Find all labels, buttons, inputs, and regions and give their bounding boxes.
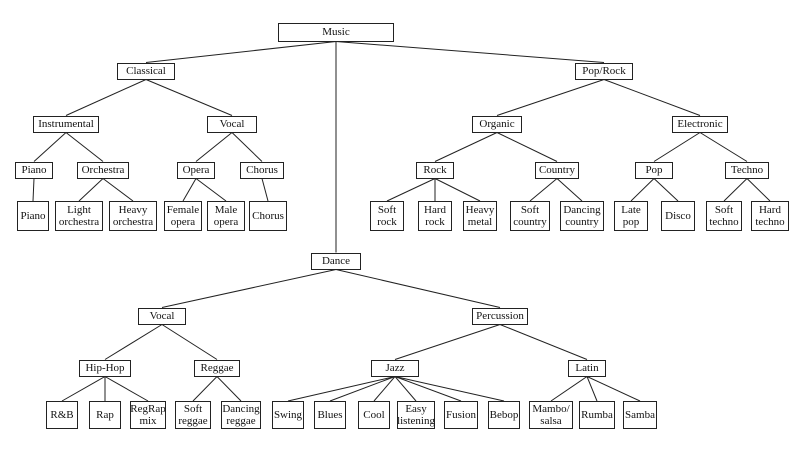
edge-vocal_classical-chorus_group [231, 132, 263, 162]
node-organic: Organic [472, 115, 522, 133]
node-latin: Latin [568, 359, 606, 377]
node-disco: Disco [661, 201, 695, 231]
edge-poprock-electronic [603, 79, 701, 116]
node-opera: Opera [177, 161, 215, 179]
edge-classical-instrumental [65, 79, 147, 116]
node-piano-leaf: Piano [17, 201, 49, 231]
node-vocal-dance: Vocal [138, 307, 186, 325]
node-percussion: Percussion [472, 307, 528, 325]
edge-rock-heavy_metal [434, 178, 481, 202]
node-dancing-reggae: Dancing reggae [221, 401, 261, 429]
edge-vocal_classical-opera [195, 132, 233, 162]
node-late-pop: Late pop [614, 201, 648, 231]
edge-reggae-soft_reggae [192, 376, 218, 402]
edge-instrumental-piano_group [33, 132, 67, 162]
node-hiphop: Hip-Hop [79, 359, 131, 377]
node-light-orchestra: Light orchestra [55, 201, 103, 231]
node-pop: Pop [635, 161, 673, 179]
edge-vocal_dance-hiphop [104, 324, 163, 360]
node-jazz: Jazz [371, 359, 419, 377]
edge-rock-soft_rock [386, 178, 436, 202]
edge-jazz-easy_listening [394, 376, 417, 402]
node-easy-listening: Easy listening [397, 401, 435, 429]
node-soft-techno: Soft techno [706, 201, 742, 231]
node-cool: Cool [358, 401, 390, 429]
edge-jazz-fusion [394, 376, 462, 402]
edge-classical-vocal_classical [145, 79, 233, 116]
edge-music-poprock [335, 41, 605, 63]
node-male-opera: Male opera [207, 201, 245, 231]
node-rnb: R&B [46, 401, 78, 429]
node-regrap-mix: RegRap mix [130, 401, 166, 429]
edge-reggae-dancing_reggae [216, 376, 242, 402]
edge-pop-disco [653, 178, 679, 202]
node-hard-rock: Hard rock [418, 201, 452, 231]
edge-organic-rock [434, 132, 498, 162]
edge-vocal_dance-reggae [161, 324, 218, 360]
node-chorus-leaf: Chorus [249, 201, 287, 231]
edge-opera-female_opera [182, 178, 197, 202]
edge-country-soft_country [529, 178, 558, 202]
node-blues: Blues [314, 401, 346, 429]
node-classical: Classical [117, 62, 175, 80]
node-orchestra: Orchestra [77, 161, 129, 179]
node-bebop: Bebop [488, 401, 520, 429]
node-samba: Samba [623, 401, 657, 429]
edge-electronic-techno [699, 132, 748, 162]
node-swing: Swing [272, 401, 304, 429]
edge-dance-vocal_dance [161, 269, 337, 308]
node-rumba: Rumba [579, 401, 615, 429]
node-heavy-orchestra: Heavy orchestra [109, 201, 157, 231]
edge-electronic-pop [653, 132, 701, 162]
node-chorus-group: Chorus [240, 161, 284, 179]
node-soft-reggae: Soft reggae [175, 401, 211, 429]
node-rap: Rap [89, 401, 121, 429]
node-reggae: Reggae [194, 359, 240, 377]
edge-orchestra-light_orchestra [78, 178, 104, 202]
node-soft-country: Soft country [510, 201, 550, 231]
edge-piano_group-piano_leaf [32, 178, 35, 202]
node-poprock: Pop/Rock [575, 62, 633, 80]
edge-percussion-latin [499, 324, 588, 360]
edge-techno-hard_techno [746, 178, 771, 202]
node-instrumental: Instrumental [33, 115, 99, 133]
edge-hiphop-regrap_mix [104, 376, 149, 402]
node-country: Country [535, 161, 579, 179]
node-vocal-classical: Vocal [207, 115, 257, 133]
tree-edges [32, 41, 771, 402]
node-rock: Rock [416, 161, 454, 179]
edge-dance-percussion [335, 269, 501, 308]
edge-organic-country [496, 132, 558, 162]
edge-music-classical [145, 41, 337, 63]
node-piano-group: Piano [15, 161, 53, 179]
node-dancing-country: Dancing country [560, 201, 604, 231]
node-heavy-metal: Heavy metal [463, 201, 497, 231]
node-dance: Dance [311, 252, 361, 270]
edge-percussion-jazz [394, 324, 501, 360]
edge-latin-samba [586, 376, 641, 402]
edge-jazz-cool [373, 376, 396, 402]
edge-opera-male_opera [195, 178, 227, 202]
edge-orchestra-heavy_orchestra [102, 178, 134, 202]
edge-jazz-bebop [394, 376, 505, 402]
edge-instrumental-orchestra [65, 132, 104, 162]
edge-country-dancing_country [556, 178, 583, 202]
node-music: Music [278, 22, 394, 42]
edge-poprock-organic [496, 79, 605, 116]
edge-chorus_group-chorus_leaf [261, 178, 269, 202]
node-techno: Techno [725, 161, 769, 179]
node-hard-techno: Hard techno [751, 201, 789, 231]
node-mambo-salsa: Mambo/ salsa [529, 401, 573, 429]
edge-latin-mambo_salsa [550, 376, 588, 402]
node-electronic: Electronic [672, 115, 728, 133]
edge-pop-late_pop [630, 178, 655, 202]
edge-hiphop-rnb [61, 376, 106, 402]
edge-techno-soft_techno [723, 178, 748, 202]
node-fusion: Fusion [444, 401, 478, 429]
edge-latin-rumba [586, 376, 598, 402]
edge-jazz-swing [287, 376, 396, 402]
edge-jazz-blues [329, 376, 396, 402]
node-soft-rock: Soft rock [370, 201, 404, 231]
node-female-opera: Female opera [164, 201, 202, 231]
